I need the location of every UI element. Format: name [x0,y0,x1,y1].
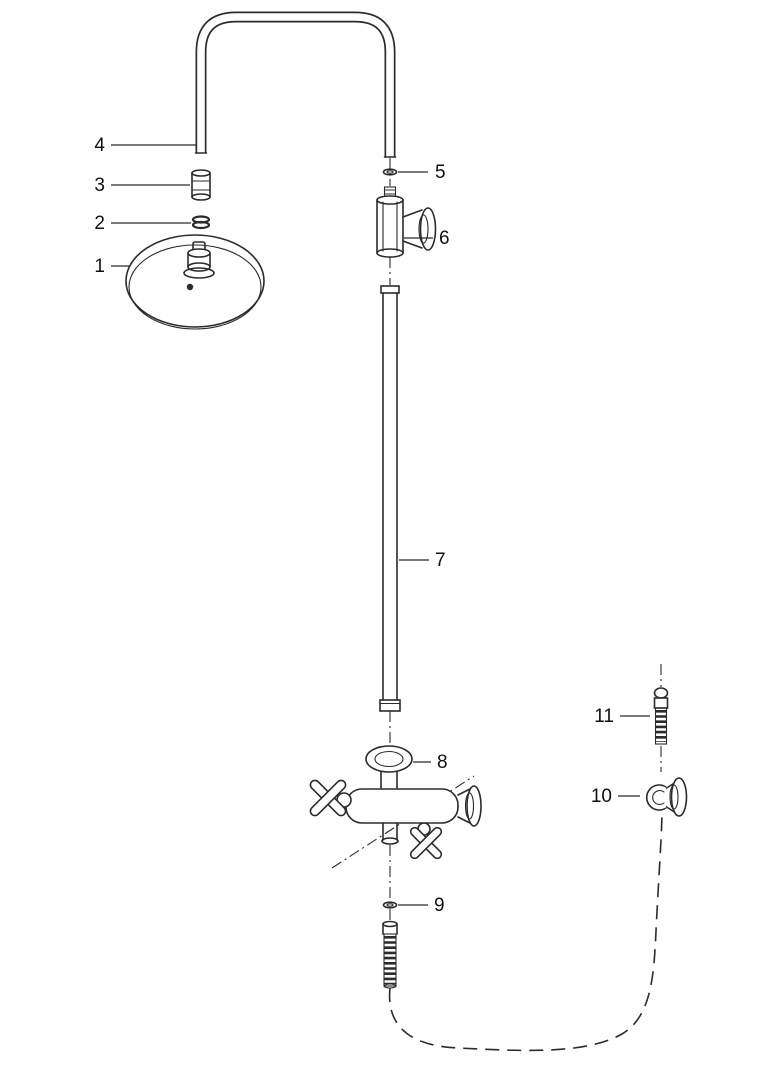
shower-arm-part-4 [194,11,397,158]
mixer-escutcheon [365,745,413,773]
bracket-hook [645,784,667,811]
wall-union-part-6 [376,186,437,258]
hose-connector-part-11 [653,687,669,745]
spray-face-dot [186,283,194,291]
part-label-9: 9 [434,895,445,916]
part-label-6: 6 [439,228,450,249]
bracket-wall-flange [670,777,688,817]
mixer-valve-part-8 [309,745,482,860]
part-labels: 4 3 2 1 5 6 7 8 9 11 10 [94,135,614,916]
centerline-axes [389,158,662,922]
leader-lines [111,144,650,906]
washer-part-9 [382,901,398,909]
washer-part-5 [382,168,398,176]
mixer-outlet [381,837,399,845]
part-label-3: 3 [94,175,105,196]
part-label-10: 10 [591,786,612,807]
gasket-part-2 [191,215,211,230]
part-label-5: 5 [435,162,446,183]
wall-bracket-part-10 [645,777,688,817]
hose-nipple [382,920,398,989]
riser-pipe-part-7 [379,285,401,712]
part-label-7: 7 [435,550,446,571]
shower-hose-dashed [388,815,663,1052]
part-label-1: 1 [94,256,105,277]
part-label-8: 8 [437,752,448,773]
part-label-11: 11 [594,706,614,727]
part-label-4: 4 [94,135,105,156]
part-label-2: 2 [94,213,105,234]
mixer-body [345,788,459,824]
shower-head-part-1 [125,234,265,330]
connector-sleeve-part-3 [191,169,211,201]
